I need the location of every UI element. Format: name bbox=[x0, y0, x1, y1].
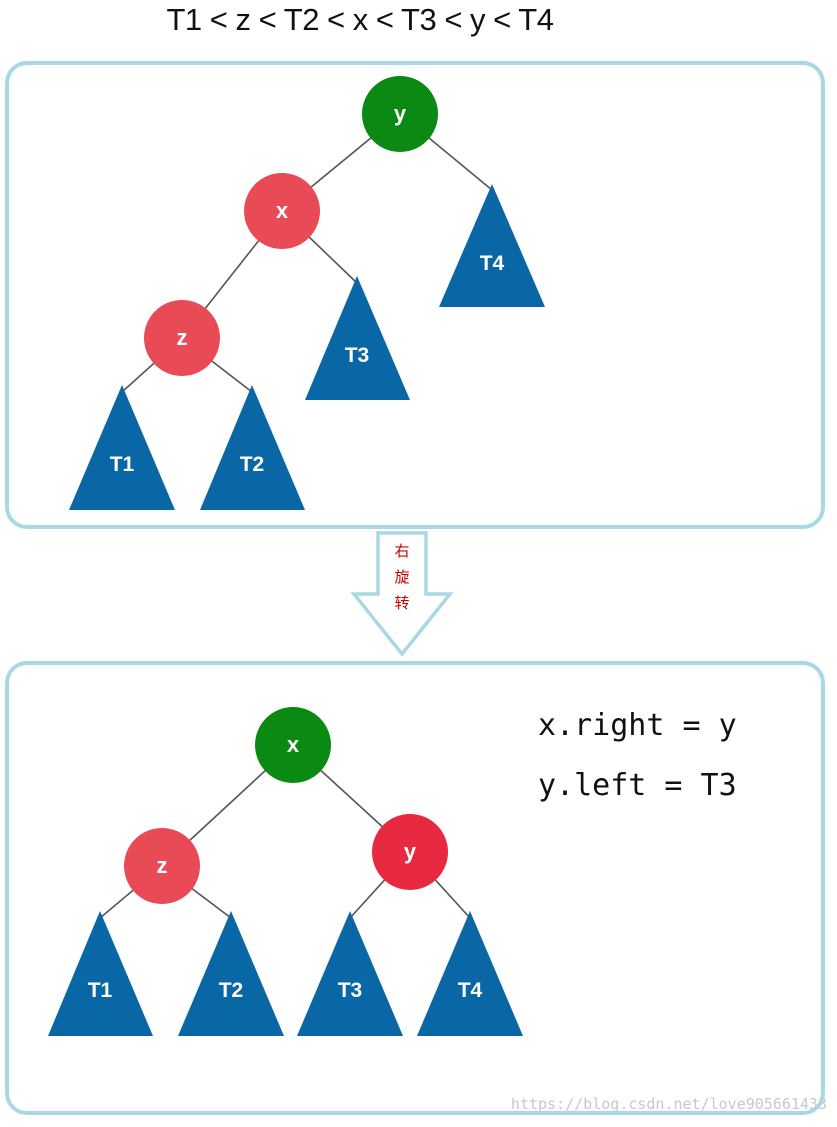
arrow-char-3: 转 bbox=[394, 594, 410, 612]
subtree-t3-triangle bbox=[305, 276, 410, 400]
subtree-t3-label: T3 bbox=[345, 344, 370, 367]
subtree-t3-label-after: T3 bbox=[338, 979, 363, 1002]
subtree-t2-label-after: T2 bbox=[219, 979, 244, 1002]
node-z-circle bbox=[144, 300, 220, 376]
subtree-t1-triangle bbox=[69, 385, 175, 510]
subtree-t4-triangle-after bbox=[417, 911, 523, 1036]
code-line-y-left: y.left = T3 bbox=[538, 768, 737, 803]
node-y-circle bbox=[362, 76, 438, 152]
order-formula: T1 < z < T2 < x < T3 < y < T4 bbox=[166, 2, 554, 37]
down-arrow-icon bbox=[350, 531, 454, 657]
node-z-circle-after bbox=[124, 828, 200, 904]
subtree-t4-triangle bbox=[439, 184, 545, 307]
rotate-right-arrow: 右 旋 转 bbox=[350, 530, 454, 660]
node-x-label: x bbox=[276, 198, 289, 223]
node-x-circle-after bbox=[255, 707, 331, 783]
subtree-t4-label: T4 bbox=[480, 252, 505, 275]
subtree-t1-label-after: T1 bbox=[88, 979, 113, 1002]
arrow-char-1: 右 bbox=[394, 542, 410, 560]
subtree-t2-triangle-after bbox=[178, 911, 284, 1036]
node-z-label-after: z bbox=[157, 853, 168, 878]
node-y-circle-after bbox=[372, 814, 448, 890]
node-z-label: z bbox=[177, 325, 188, 350]
subtree-t1-triangle-after bbox=[48, 911, 153, 1036]
subtree-t2-label: T2 bbox=[240, 453, 265, 476]
node-x-label-after: x bbox=[287, 732, 300, 757]
node-y-label-after: y bbox=[404, 839, 417, 864]
node-x-circle bbox=[244, 173, 320, 249]
node-y-label: y bbox=[394, 101, 407, 126]
code-line-x-right: x.right = y bbox=[538, 708, 737, 743]
arrow-char-2: 旋 bbox=[394, 568, 410, 586]
subtree-t2-triangle bbox=[200, 385, 305, 510]
subtree-t4-label-after: T4 bbox=[458, 979, 483, 1002]
watermark-url: https://blog.csdn.net/love905661433 bbox=[510, 1095, 827, 1113]
subtree-t1-label: T1 bbox=[110, 453, 135, 476]
subtree-t3-triangle-after bbox=[297, 911, 403, 1036]
